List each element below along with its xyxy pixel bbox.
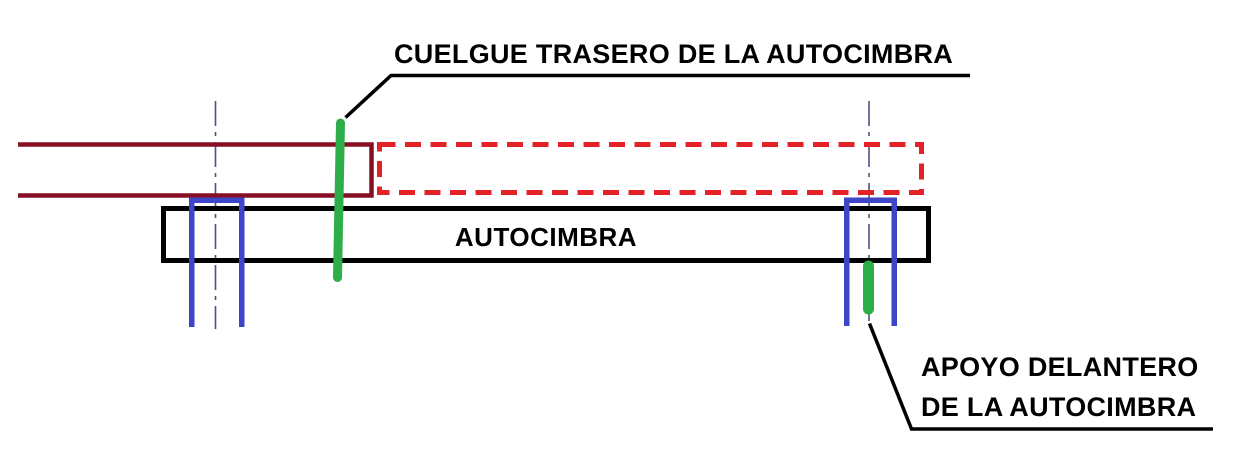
completed-deck-outline	[18, 142, 374, 198]
front-support-frame	[844, 197, 897, 326]
front-support-label-line2: DE LA AUTOCIMBRA	[921, 392, 1197, 422]
front-support-leader-line	[867, 322, 1213, 431]
rear-support-frame	[189, 197, 245, 327]
rear-hanger-label: CUELGUE TRASERO DE LA AUTOCIMBRA	[394, 39, 954, 69]
autocimbra-beam-label: AUTOCIMBRA	[454, 221, 638, 252]
front-support-label: APOYO DELANTERO DE LA AUTOCIMBRA	[921, 347, 1199, 427]
front-support-label-line1: APOYO DELANTERO	[921, 352, 1199, 382]
rear-hanger-leader-line	[344, 73, 970, 119]
next-span-dashed-outline	[377, 142, 924, 195]
autocimbra-beam-outline	[161, 206, 931, 263]
rear-hanger-marker	[333, 118, 345, 282]
